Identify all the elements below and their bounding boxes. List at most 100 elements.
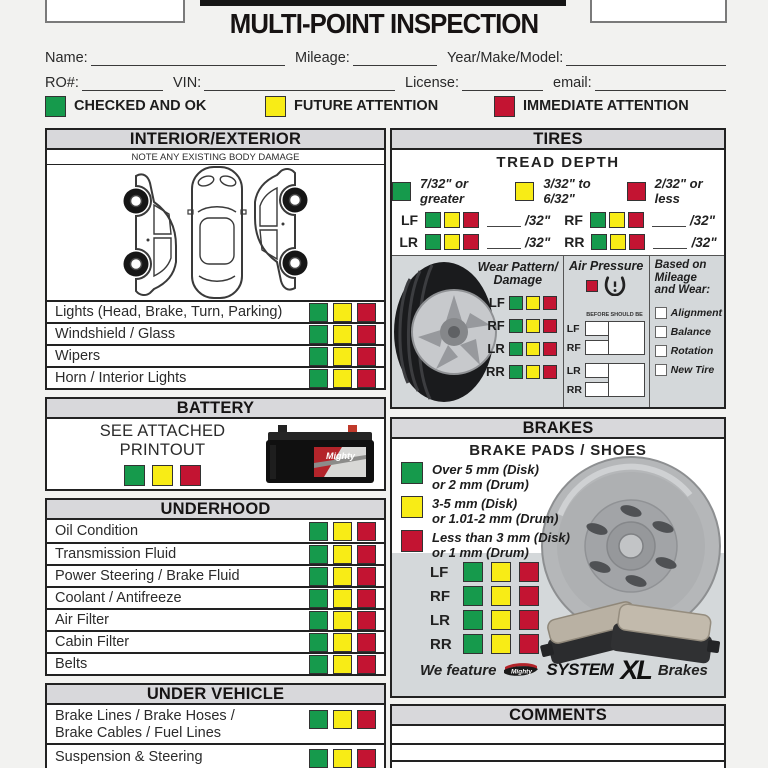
status-green-box[interactable]: [309, 324, 328, 344]
comments-line[interactable]: [392, 726, 724, 743]
status-green-box[interactable]: [309, 302, 328, 322]
status-red-box[interactable]: [357, 324, 376, 344]
status-yellow-box[interactable]: [525, 295, 540, 310]
status-red-box[interactable]: [542, 295, 557, 310]
status-yellow-box[interactable]: [333, 324, 352, 344]
rotation-checkbox[interactable]: [654, 345, 667, 357]
status-green-box[interactable]: [309, 521, 328, 541]
status-yellow-box[interactable]: [491, 562, 511, 582]
balance-checkbox[interactable]: [654, 326, 667, 338]
tread-depth-input-lf[interactable]: [487, 214, 522, 227]
status-red-box[interactable]: [357, 566, 376, 586]
status-yellow-box[interactable]: [444, 212, 461, 228]
status-red-box[interactable]: [357, 368, 376, 388]
status-red-box[interactable]: [357, 654, 376, 674]
vin-input-line[interactable]: [204, 75, 395, 91]
status-red-box[interactable]: [542, 318, 557, 333]
status-red-box[interactable]: [519, 610, 539, 630]
status-red-box[interactable]: [357, 632, 376, 652]
status-green-box[interactable]: [309, 588, 328, 608]
alignment-checkbox[interactable]: [654, 307, 667, 319]
status-green-box[interactable]: [309, 632, 328, 652]
status-green-box[interactable]: [463, 562, 483, 582]
name-input-line[interactable]: [90, 50, 285, 66]
status-green-box[interactable]: [309, 368, 328, 388]
status-yellow-box[interactable]: [333, 521, 352, 541]
status-yellow-box[interactable]: [491, 634, 511, 654]
mileage-input-line[interactable]: [352, 50, 437, 66]
status-yellow-box[interactable]: [333, 588, 352, 608]
air-should-input-front[interactable]: [607, 321, 645, 355]
status-yellow-box[interactable]: [152, 465, 173, 486]
status-yellow-box[interactable]: [333, 302, 352, 322]
body-damage-diagram-area[interactable]: [47, 165, 384, 300]
status-green-box[interactable]: [591, 234, 608, 250]
status-green-box[interactable]: [309, 654, 328, 674]
status-red-box[interactable]: [357, 610, 376, 630]
status-green-box[interactable]: [508, 364, 523, 379]
status-yellow-box[interactable]: [333, 710, 352, 729]
status-yellow-box[interactable]: [525, 364, 540, 379]
comments-line[interactable]: [392, 743, 724, 760]
email-input-line[interactable]: [594, 75, 726, 91]
status-yellow-box[interactable]: [333, 544, 352, 564]
status-green-box[interactable]: [309, 749, 328, 768]
status-red-box[interactable]: [357, 521, 376, 541]
status-green-box[interactable]: [309, 566, 328, 586]
status-yellow-box[interactable]: [333, 346, 352, 366]
status-yellow-box[interactable]: [608, 212, 625, 228]
status-yellow-box[interactable]: [333, 566, 352, 586]
status-green-box[interactable]: [463, 634, 483, 654]
status-green-box[interactable]: [124, 465, 145, 486]
status-green-box[interactable]: [425, 234, 442, 250]
status-red-box[interactable]: [357, 588, 376, 608]
status-green-box[interactable]: [463, 610, 483, 630]
status-green-box[interactable]: [508, 295, 523, 310]
status-red-box[interactable]: [463, 212, 480, 228]
ro-input-line[interactable]: [81, 75, 163, 91]
status-red-box[interactable]: [357, 710, 376, 729]
status-red-box[interactable]: [463, 234, 480, 250]
status-red-box[interactable]: [519, 634, 539, 654]
comments-line[interactable]: [392, 760, 724, 768]
status-green-box[interactable]: [463, 586, 483, 606]
status-yellow-box[interactable]: [610, 234, 627, 250]
status-yellow-box[interactable]: [525, 341, 540, 356]
status-red-box[interactable]: [519, 562, 539, 582]
status-red-box[interactable]: [542, 341, 557, 356]
status-green-box[interactable]: [309, 346, 328, 366]
status-yellow-box[interactable]: [333, 749, 352, 768]
tread-depth-input-lr[interactable]: [487, 236, 522, 249]
status-red-box[interactable]: [542, 364, 557, 379]
status-yellow-box[interactable]: [491, 586, 511, 606]
license-input-line[interactable]: [462, 75, 543, 91]
status-red-box[interactable]: [627, 212, 644, 228]
status-yellow-box[interactable]: [333, 632, 352, 652]
air-should-input-rear[interactable]: [607, 363, 645, 397]
status-red-box[interactable]: [357, 302, 376, 322]
status-green-box[interactable]: [309, 544, 328, 564]
status-green-box[interactable]: [589, 212, 606, 228]
status-green-box[interactable]: [309, 610, 328, 630]
status-green-box[interactable]: [508, 318, 523, 333]
status-yellow-box[interactable]: [333, 610, 352, 630]
status-yellow-box[interactable]: [333, 368, 352, 388]
status-red-box[interactable]: [519, 586, 539, 606]
status-yellow-box[interactable]: [491, 610, 511, 630]
status-red-box[interactable]: [629, 234, 646, 250]
status-red-box[interactable]: [357, 749, 376, 768]
status-yellow-box[interactable]: [525, 318, 540, 333]
status-green-box[interactable]: [309, 710, 328, 729]
year-make-model-input-line[interactable]: [566, 50, 726, 66]
status-green-box[interactable]: [508, 341, 523, 356]
status-red-box[interactable]: [357, 346, 376, 366]
status-red-box[interactable]: [180, 465, 201, 486]
status-yellow-box[interactable]: [444, 234, 461, 250]
tread-depth-input-rf[interactable]: [651, 214, 686, 227]
tpms-status-box[interactable]: [585, 280, 598, 292]
tread-depth-input-rr[interactable]: [653, 236, 688, 249]
status-green-box[interactable]: [425, 212, 442, 228]
status-red-box[interactable]: [357, 544, 376, 564]
new-tire-checkbox[interactable]: [654, 364, 667, 376]
status-yellow-box[interactable]: [333, 654, 352, 674]
